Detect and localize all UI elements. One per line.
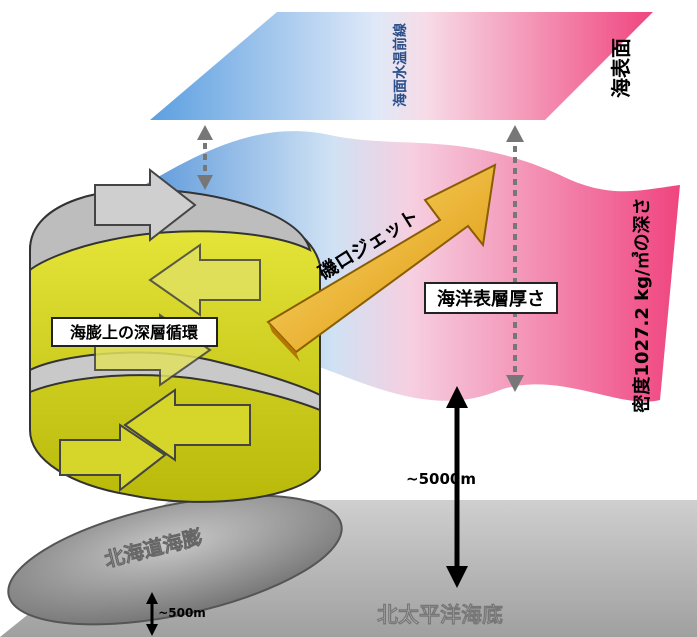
label-depth-5000: ~5000m — [406, 470, 476, 488]
label-density-depth: 密度1027.2 kg/㎥の深さ — [631, 197, 653, 412]
label-sst-front: 海面水温前線 — [392, 23, 409, 107]
label-sea-surface: 海表面 — [609, 38, 633, 98]
hokkaido-rise — [7, 494, 343, 626]
label-seafloor: 北太平洋海底 — [377, 603, 503, 627]
label-height-500: ~500m — [158, 606, 206, 620]
label-deep-circulation: 海膨上の深層循環 — [70, 323, 199, 342]
sea-surface-plane — [150, 12, 653, 120]
rise-height-arrow — [146, 592, 158, 636]
jet-arrow — [266, 163, 497, 362]
label-box-thickness — [424, 282, 558, 314]
label-box-circulation — [51, 317, 218, 347]
depth-arrow — [446, 386, 468, 588]
label-upper-ocean-thickness: 海洋表層厚さ — [437, 288, 545, 310]
